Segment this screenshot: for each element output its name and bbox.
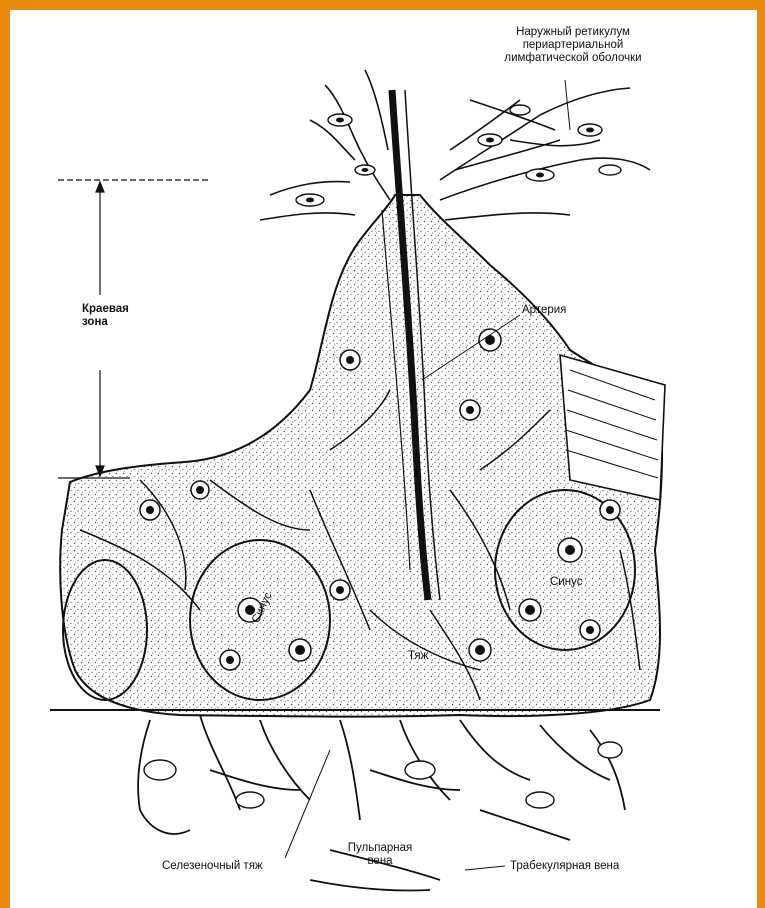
label-splenic-cord: Селезеночный тяж <box>162 860 263 873</box>
reticulum-cells <box>296 105 621 206</box>
label-cord-center: Тяж <box>408 650 428 663</box>
label-marginal-zone: Краевая зона <box>82 303 129 329</box>
label-trabecular-vein: Трабекулярная вена <box>510 860 619 873</box>
trabecula <box>560 355 665 500</box>
illustration-frame: Наружный ретикулум периартериальной лимф… <box>10 10 757 908</box>
reticulum-nuclei <box>306 118 594 203</box>
spleen-histology-drawing <box>10 10 757 908</box>
label-pulp-vein: Пульпарная вена <box>340 842 420 868</box>
label-sinus-right: Синус <box>550 576 582 589</box>
label-outer-reticulum: Наружный ретикулум периартериальной лимф… <box>488 26 658 65</box>
label-artery: Артерия <box>522 304 566 317</box>
marginal-zone-dimension <box>58 180 210 478</box>
